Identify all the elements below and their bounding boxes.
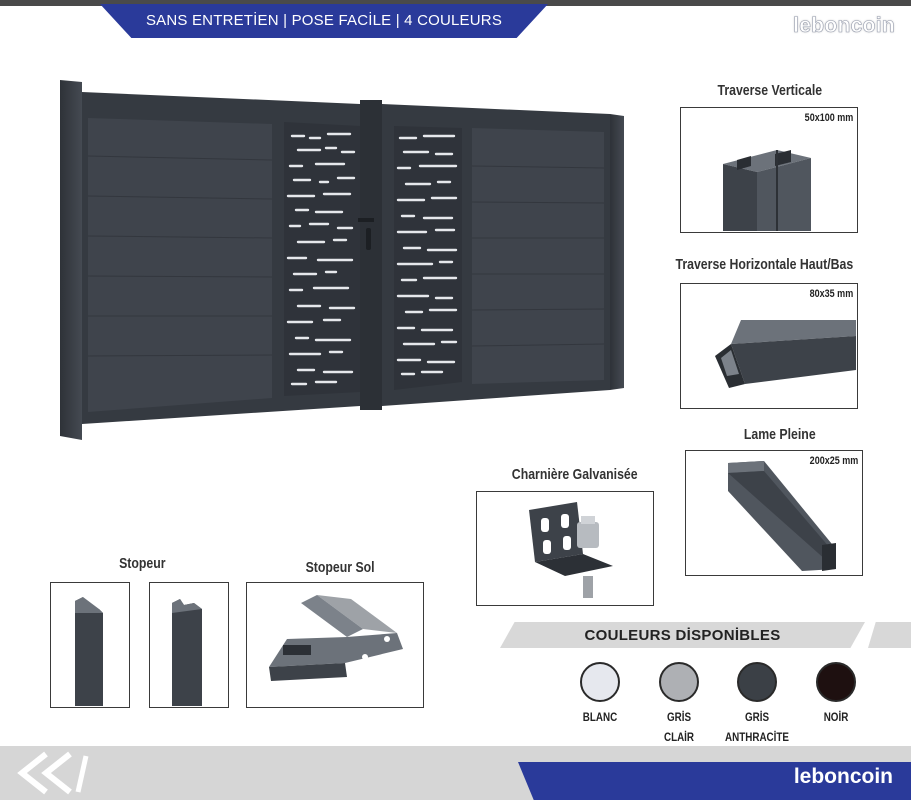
lame-pleine-box: 200x25 mm bbox=[685, 450, 863, 576]
traverse-verticale-box: 50x100 mm bbox=[680, 107, 858, 233]
stopeur-box-1 bbox=[50, 582, 130, 708]
charniere-icon bbox=[529, 502, 613, 598]
traverse-verticale-title: Traverse Verticale bbox=[717, 82, 823, 99]
charniere-title: Charnière Galvanisée bbox=[511, 466, 638, 483]
gate-left-post bbox=[60, 80, 82, 440]
swatch-label-noir-line1: NOİR bbox=[823, 710, 849, 724]
stopeur-sol-title: Stopeur Sol bbox=[305, 559, 375, 576]
swatch-label-blanc-line1: BLANC bbox=[582, 710, 618, 724]
lame-pleine-profile bbox=[728, 461, 836, 571]
top-banner-text: SANS ENTRETİEN | POSE FACİLE | 4 COULEUR… bbox=[145, 12, 503, 29]
swatch-label-gris-anthracite: GRİS ANTHRACİTE bbox=[724, 707, 790, 747]
swatch-label-gris-clair: GRİS CLAİR bbox=[646, 707, 712, 747]
stopeur-sol-box bbox=[246, 582, 424, 708]
colors-banner-tail bbox=[868, 622, 911, 648]
bottom-blue-band bbox=[518, 762, 911, 800]
chevrons-decor bbox=[17, 751, 89, 795]
stopeur-profile-2 bbox=[172, 599, 202, 706]
leboncoin-logo-bottom: leboncoin bbox=[793, 765, 893, 788]
stopeur-profile-1 bbox=[75, 597, 103, 706]
colors-title: COULEURS DİSPONİBLES bbox=[584, 627, 781, 644]
traverse-horizontale-title: Traverse Horizontale Haut/Bas bbox=[675, 256, 854, 273]
stopeur-box-2 bbox=[149, 582, 229, 708]
colors-banner: COULEURS DİSPONİBLES bbox=[500, 622, 865, 648]
leboncoin-logo-top: leboncoin bbox=[793, 14, 895, 38]
swatch-label-blanc: BLANC bbox=[567, 707, 633, 727]
charniere-box bbox=[476, 491, 654, 606]
swatch-label-gris-anthracite-line2: ANTHRACİTE bbox=[725, 730, 789, 744]
top-banner: SANS ENTRETİEN | POSE FACİLE | 4 COULEUR… bbox=[100, 4, 548, 38]
top-strip bbox=[0, 0, 911, 6]
traverse-horizontale-box: 80x35 mm bbox=[680, 283, 858, 409]
gate-illustration bbox=[60, 80, 624, 440]
stopeur-sol-icon bbox=[269, 595, 403, 681]
swatch-gris-clair bbox=[659, 662, 699, 702]
traverse-horizontale-profile bbox=[715, 320, 856, 388]
swatch-label-gris-anthracite-line1: GRİS bbox=[744, 710, 770, 724]
gate-handle bbox=[358, 218, 374, 222]
traverse-verticale-profile bbox=[723, 150, 811, 231]
traverse-verticale-dim: 50x100 mm bbox=[804, 112, 853, 124]
swatch-noir bbox=[816, 662, 856, 702]
stopeur-title: Stopeur bbox=[119, 555, 166, 572]
lame-pleine-title: Lame Pleine bbox=[743, 426, 816, 443]
swatch-label-noir: NOİR bbox=[803, 707, 869, 727]
swatch-label-gris-clair-line1: GRİS bbox=[666, 710, 692, 724]
traverse-horizontale-dim: 80x35 mm bbox=[809, 288, 853, 300]
gate-right-post bbox=[610, 114, 624, 390]
swatch-gris-anthracite bbox=[737, 662, 777, 702]
lame-pleine-dim: 200x25 mm bbox=[809, 455, 858, 467]
swatch-blanc bbox=[580, 662, 620, 702]
swatch-label-gris-clair-line2: CLAİR bbox=[663, 730, 695, 744]
